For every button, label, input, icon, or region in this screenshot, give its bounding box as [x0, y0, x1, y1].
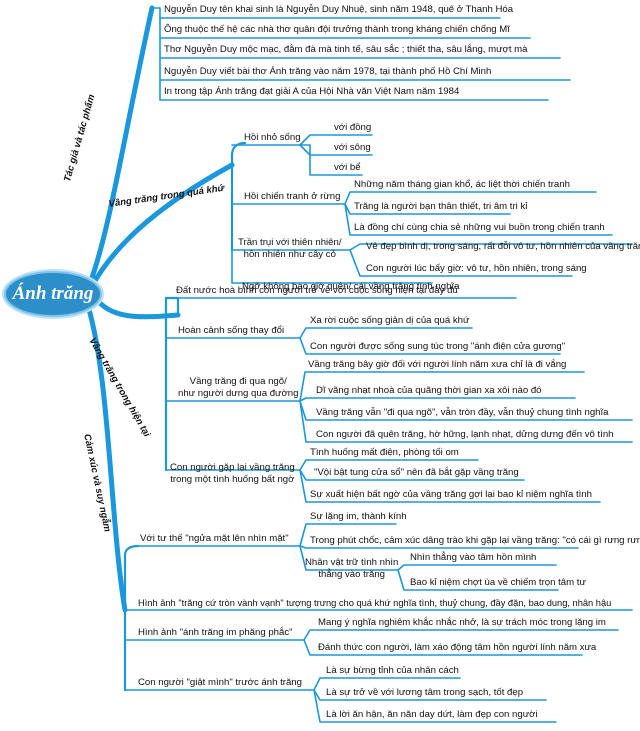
cx-nhanvat: Nhân vật trữ tình nhìn thẳng vào trăng — [305, 557, 398, 581]
qk-trantrui-1: Vẻ đẹp bình dị, trong sáng, rất đỗi vô t… — [366, 241, 640, 252]
ht-vangtrang: Vầng trăng đi qua ngõ/ như người dưng qu… — [178, 376, 298, 400]
qk-ngo: Ngỡ không bao giờ quên/ cái vầng trăng t… — [242, 281, 460, 292]
tg-node-3: Thơ Nguyễn Duy mộc mạc, đằm đà mà tinh t… — [164, 44, 528, 55]
qk-hoinho-2: với sông — [334, 142, 371, 153]
ht-datnuoc: Đất nước hoà bình con người trở về với c… — [176, 285, 458, 296]
ht-vangtrang-2: Dĩ vãng nhạt nhoà của quãng thời gian xa… — [316, 385, 542, 396]
cx-hinhanh-im-1: Mang ý nghĩa nghiêm khắc nhắc nhở, là sự… — [318, 617, 606, 628]
ht-gaplai: Con người gặp lại vầng trăng trong một t… — [170, 462, 295, 486]
cx-nhanvat-line1: Nhân vật trữ tình nhìn — [305, 557, 399, 568]
ht-hoancanh-2: Con người được sống sung túc trong "ánh … — [310, 341, 566, 352]
qk-trantrui-line2: hồn nhiên như cây cỏ — [243, 249, 336, 260]
qk-chientranh-2: Trăng là người bạn thân thiết, tri âm tr… — [354, 201, 528, 212]
ht-vangtrang-1: Vầng trăng bây giờ đối với người lính nă… — [308, 359, 567, 370]
tg-node-4: Nguyễn Duy viết bài thơ Ánh trăng vào nă… — [164, 66, 492, 77]
qk-hoinho-1: với đồng — [334, 122, 372, 133]
cx-tuthe: Với tư thế "ngửa mặt lên nhìn mặt" — [140, 533, 289, 544]
cx-nhanvat-line2: thẳng vào trăng — [318, 569, 386, 580]
ht-gaplai-line1: Con người gặp lại vầng trăng — [170, 462, 295, 473]
qk-trantrui-line1: Trần trụi với thiên nhiên/ — [238, 237, 342, 248]
qk-hoinho-3: với bể — [334, 162, 361, 173]
qk-trantrui: Trần trụi với thiên nhiên/ hồn nhiên như… — [238, 237, 342, 261]
ht-vangtrang-4: Con người đã quên trăng, hờ hững, lạnh n… — [316, 429, 614, 440]
tg-node-1: Nguyễn Duy tên khai sinh là Nguyễn Duy N… — [164, 4, 514, 15]
cx-hinhanh-tron: Hình ảnh "trăng cứ tròn vành vạnh" tượng… — [138, 598, 612, 608]
cx-giatminh-2: Là sự trở về với lương tâm trong sạch, t… — [326, 687, 524, 698]
qk-chientranh-1: Những năm tháng gian khổ, ác liệt thời c… — [354, 179, 570, 190]
tg-node-2: Ông thuộc thế hệ các nhà thơ quân đội tr… — [164, 24, 510, 35]
ht-gaplai-1: Tình huống mất điện, phòng tối om — [310, 447, 459, 458]
ht-hoancanh-1: Xa rời cuộc sống giản dị của quá khứ — [310, 315, 470, 326]
tg-node-5: In trong tập Ánh trăng đạt giải A của Hộ… — [164, 86, 460, 97]
qk-chientranh: Hồi chiến tranh ở rừng — [244, 191, 341, 202]
qk-trantrui-2: Con người lúc bấy giờ: vô tư, hồn nhiên,… — [366, 263, 587, 274]
ht-gaplai-2: "Vội bật tung cửa sổ" nên đã bắt gặp vần… — [314, 467, 519, 478]
cx-tuthe-2: Trong phút chốc, cảm xúc dâng trào khi g… — [310, 535, 640, 546]
root-node: Ánh trăng — [4, 271, 102, 317]
ht-gaplai-line2: trong một tình huống bất ngờ — [170, 474, 295, 485]
cx-giatminh: Con người "giật mình" trước ánh trăng — [138, 677, 302, 688]
cx-giatminh-1: Là sự bừng tỉnh của nhân cách — [326, 665, 459, 676]
qk-hoinho: Hồi nhỏ sống — [244, 132, 301, 143]
qk-chientranh-3: Là đồng chí cùng chia sẻ những vui buồn … — [354, 222, 605, 233]
cx-nhanvat-1: Nhìn thẳng vào tâm hồn mình — [410, 552, 537, 563]
ht-hoancanh: Hoàn cảnh sống thay đổi — [178, 325, 285, 336]
cx-nhanvat-2: Bao kỉ niệm chợt ùa về chiếm trọn tâm tư — [410, 577, 586, 588]
ht-gaplai-3: Sự xuất hiện bất ngờ của vầng trăng gợi … — [310, 489, 592, 500]
ht-vangtrang-3: Vầng trăng vẫn "đi qua ngõ", vẫn tròn đầ… — [316, 407, 609, 418]
ht-vangtrang-line2: như người dưng qua đường — [178, 388, 299, 399]
cx-tuthe-1: Sự lặng im, thành kính — [310, 511, 407, 522]
cx-hinhanh-im: Hình ảnh "ánh trăng im phăng phắc" — [138, 627, 293, 638]
cx-hinhanh-im-2: Đánh thức con người, làm xáo động tâm hồ… — [318, 642, 597, 653]
cx-giatminh-3: Là lời ăn hận, ăn năn day dứt, làm đẹp c… — [326, 709, 538, 720]
ht-vangtrang-line1: Vầng trăng đi qua ngõ/ — [189, 376, 287, 387]
